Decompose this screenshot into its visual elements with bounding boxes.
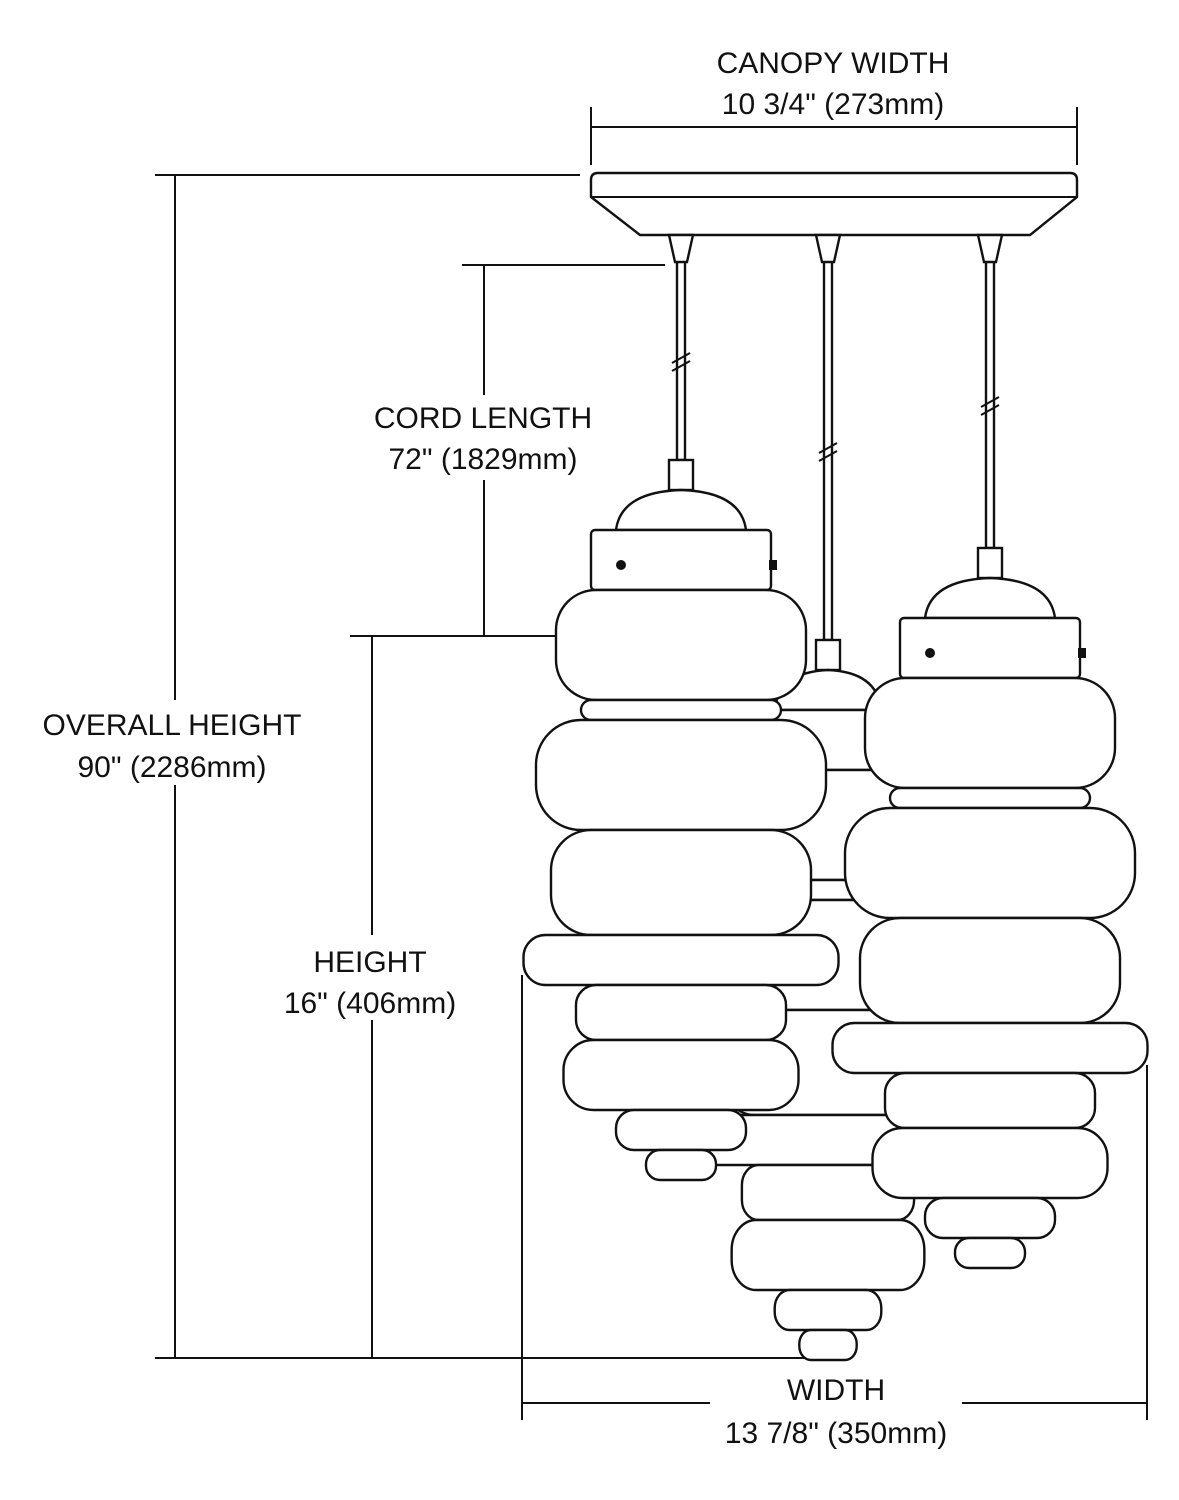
width-label: WIDTH — [787, 1374, 885, 1407]
cord-length-label: CORD LENGTH — [374, 402, 592, 435]
width-dimension: WIDTH 13 7/8" (350mm) — [521, 975, 1148, 1450]
canopy — [589, 171, 1079, 237]
overall-height-label: OVERALL HEIGHT — [43, 709, 302, 742]
canopy-width-label: CANOPY WIDTH — [717, 47, 950, 80]
height-dimension: HEIGHT 16" (406mm) — [270, 636, 470, 1358]
overall-height-dimension: OVERALL HEIGHT 90" (2286mm) — [20, 174, 840, 1359]
width-value: 13 7/8" (350mm) — [725, 1417, 947, 1450]
cord-length-value: 72" (1829mm) — [388, 443, 577, 476]
canopy-width-dimension: CANOPY WIDTH 10 3/4" (273mm) — [590, 47, 1078, 165]
height-value: 16" (406mm) — [284, 987, 456, 1020]
cord-length-dimension: CORD LENGTH 72" (1829mm) — [350, 264, 665, 637]
canopy-width-value: 10 3/4" (273mm) — [722, 88, 944, 121]
height-label: HEIGHT — [313, 946, 426, 979]
pendant-left — [522, 233, 840, 1182]
overall-height-value: 90" (2286mm) — [77, 751, 266, 784]
pendant-right — [831, 233, 1149, 1270]
